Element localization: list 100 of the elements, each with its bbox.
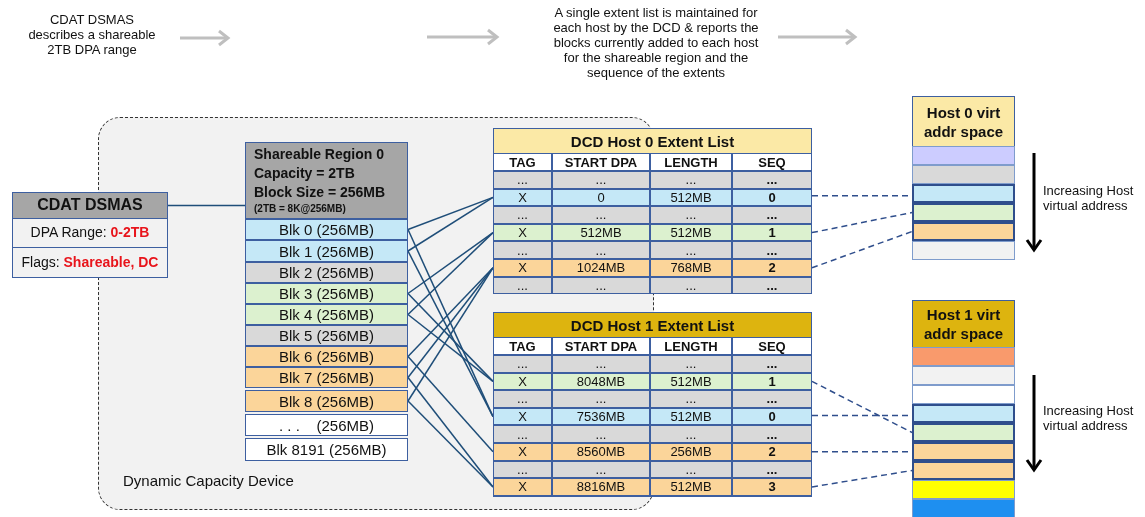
memory-slot xyxy=(912,146,1015,165)
memory-block: Blk 8191 (256MB) xyxy=(245,438,408,461)
extent-table xyxy=(493,312,812,497)
column-header: LENGTH xyxy=(650,153,732,171)
memory-slot xyxy=(912,184,1015,203)
connector-line xyxy=(407,267,494,402)
table-cell: 1024MB xyxy=(552,259,650,277)
memory-slot xyxy=(912,404,1015,423)
connector-line xyxy=(167,204,246,207)
table-cell: ... xyxy=(493,206,552,224)
table-cell: ... xyxy=(650,241,732,259)
memory-slot xyxy=(912,366,1015,385)
connector-line xyxy=(407,267,494,379)
table-cell: ... xyxy=(732,241,812,259)
table-cell: 2 xyxy=(732,259,812,277)
memory-slot xyxy=(912,241,1015,260)
table-cell: 2 xyxy=(732,443,812,461)
table-cell: 512MB xyxy=(650,478,732,496)
column-header: SEQ xyxy=(732,337,812,355)
connector-line xyxy=(407,313,494,383)
dashed-connector xyxy=(811,380,913,434)
memory-block: Blk 5 (256MB) xyxy=(245,325,408,346)
dashed-connector xyxy=(811,211,913,234)
table-cell: ... xyxy=(552,206,650,224)
table-cell: ... xyxy=(650,425,732,443)
table-cell: ... xyxy=(552,355,650,373)
table-cell: ... xyxy=(650,390,732,408)
column-header: START DPA xyxy=(552,337,650,355)
address-space-column xyxy=(912,300,1015,517)
note-text: Increasing Host virtual address xyxy=(1043,403,1135,433)
table-cell: ... xyxy=(552,171,650,189)
table-title: DCD Host 0 Extent List xyxy=(494,129,811,154)
memory-slot xyxy=(912,480,1015,499)
connector-line xyxy=(407,196,494,252)
connector-line xyxy=(407,267,494,358)
header-text: Block Size = 256MB xyxy=(254,183,387,202)
memory-slot xyxy=(912,222,1015,241)
group-label: Dynamic Capacity Device xyxy=(123,472,294,489)
column-title: Host 0 virt addr space xyxy=(913,97,1014,147)
table-cell: 8816MB xyxy=(552,478,650,496)
memory-block: Blk 4 (256MB) xyxy=(245,304,408,325)
info-header: CDAT DSMAS xyxy=(13,193,167,219)
table-cell: 256MB xyxy=(650,443,732,461)
table-cell: ... xyxy=(732,355,812,373)
table-cell: 768MB xyxy=(650,259,732,277)
table-cell: ... xyxy=(552,241,650,259)
info-row: DPA Range: 0-2TB xyxy=(13,218,167,247)
column-header: SEQ xyxy=(732,153,812,171)
info-row: Flags: Shareable, DC xyxy=(13,246,167,277)
connector-line xyxy=(407,355,494,453)
column-header: LENGTH xyxy=(650,337,732,355)
connector-line xyxy=(407,231,494,316)
column-header: TAG xyxy=(493,337,552,355)
column-header: TAG xyxy=(493,153,552,171)
table-cell: ... xyxy=(732,171,812,189)
memory-slot xyxy=(912,442,1015,461)
dashed-connector xyxy=(811,469,913,488)
memory-slot xyxy=(912,385,1015,404)
note-text: A single extent list is maintained for each host by the DCD & reports the blocks currently added to each host for the shareable region and the sequence of the extents xyxy=(552,5,760,80)
connector-line xyxy=(407,231,494,295)
header-text: Capacity = 2TB xyxy=(254,164,356,183)
table-cell: X xyxy=(493,259,552,277)
memory-slot xyxy=(912,499,1015,517)
memory-slot xyxy=(912,347,1015,366)
region-header-box xyxy=(245,142,408,219)
table-cell: ... xyxy=(493,425,552,443)
header-text: Shareable Region 0 xyxy=(254,145,385,164)
memory-block: Blk 6 (256MB) xyxy=(245,346,408,367)
table-cell: X xyxy=(493,478,552,496)
header-text: (2TB = 8K@256MB) xyxy=(254,202,347,216)
table-cell: ... xyxy=(732,206,812,224)
table-cell: ... xyxy=(552,390,650,408)
table-cell: ... xyxy=(650,171,732,189)
memory-slot xyxy=(912,165,1015,184)
table-cell: 3 xyxy=(732,478,812,496)
table-cell: ... xyxy=(552,425,650,443)
table-cell: ... xyxy=(650,355,732,373)
note-text: CDAT DSMAS describes a shareable 2TB DPA range xyxy=(27,12,157,57)
table-cell: 8560MB xyxy=(552,443,650,461)
memory-slot xyxy=(912,461,1015,480)
memory-block: Blk 7 (256MB) xyxy=(245,367,408,388)
table-title: DCD Host 1 Extent List xyxy=(494,313,811,338)
table-cell: ... xyxy=(493,390,552,408)
memory-block: Blk 2 (256MB) xyxy=(245,262,408,283)
column-title: Host 1 virt addr space xyxy=(913,301,1014,348)
connector-line xyxy=(407,400,494,488)
note-text: Increasing Host virtual address xyxy=(1043,183,1135,213)
table-cell: ... xyxy=(493,171,552,189)
memory-block: Blk 8 (256MB) xyxy=(245,390,408,412)
table-cell: ... xyxy=(493,355,552,373)
memory-slot xyxy=(912,423,1015,442)
table-cell: ... xyxy=(732,425,812,443)
dashed-connector xyxy=(811,230,913,269)
column-header: START DPA xyxy=(552,153,650,171)
memory-slot xyxy=(912,203,1015,222)
address-space-column xyxy=(912,96,1015,260)
memory-block: . . . (256MB) xyxy=(245,414,408,436)
memory-block: Blk 1 (256MB) xyxy=(245,240,408,262)
memory-block: Blk 0 (256MB) xyxy=(245,219,408,240)
extent-table xyxy=(493,128,812,294)
